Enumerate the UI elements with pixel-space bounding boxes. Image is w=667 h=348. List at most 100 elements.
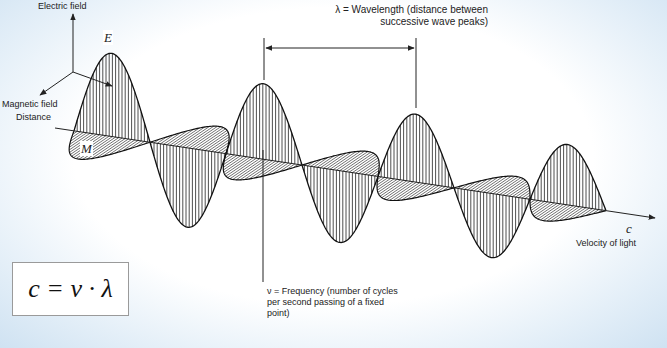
electric-hatch — [506, 196, 507, 249]
electric-hatch — [362, 174, 363, 217]
electric-hatch — [211, 151, 212, 195]
electric-hatch — [358, 174, 359, 224]
electric-hatch — [102, 58, 103, 136]
electric-hatch — [339, 171, 340, 243]
wave-letter: M — [80, 141, 93, 157]
electric-hatch — [390, 143, 391, 178]
electric-hatch — [106, 55, 107, 136]
electric-hatch — [115, 55, 116, 137]
electric-hatch — [490, 193, 491, 257]
velocity-symbol: c — [626, 221, 632, 237]
electric-hatch — [589, 170, 590, 208]
magnetic-hatch — [509, 183, 528, 196]
electric-hatch — [336, 170, 337, 241]
label-text: Velocity of light — [576, 238, 636, 248]
electric-hatch — [314, 167, 315, 202]
electric-hatch — [515, 197, 516, 232]
electric-hatch — [250, 93, 251, 157]
label-text: Electric field — [38, 1, 87, 11]
electric-hatch — [486, 193, 487, 256]
electric-hatch — [435, 139, 436, 185]
label-text: λ = Wavelength (distance between success… — [335, 4, 488, 27]
electric-hatch — [541, 173, 542, 201]
electric-hatch — [112, 54, 113, 137]
electric-hatch — [557, 148, 558, 203]
electric-hatch — [394, 136, 395, 178]
electric-hatch — [326, 169, 327, 231]
magnetic-hatch — [160, 135, 173, 144]
electric-hatch — [246, 99, 247, 157]
electric-hatch — [272, 90, 273, 161]
electric-hatch — [323, 168, 324, 224]
electric-hatch — [442, 154, 443, 186]
propagation-axis — [55, 128, 655, 218]
magnetic-hatch — [196, 129, 226, 149]
distance-axis — [73, 72, 112, 86]
electric-wave — [74, 53, 606, 257]
electric-hatch — [368, 175, 369, 202]
magnetic-hatch — [116, 140, 135, 153]
electric-hatch — [269, 87, 270, 161]
electric-hatch — [237, 121, 238, 155]
magnetic-hatch — [208, 137, 229, 151]
electric-hatch — [518, 198, 519, 226]
electric-hatch — [176, 146, 177, 217]
electric-hatch — [509, 196, 510, 244]
electric-hatch — [493, 194, 494, 258]
electric-hatch — [99, 62, 100, 135]
label-text: Magnetic field — [2, 99, 58, 109]
electric-axis — [73, 14, 74, 72]
label-text: ν = Frequency (number of cycles per seco… — [267, 286, 398, 318]
electric-hatch — [259, 84, 260, 158]
electric-hatch — [426, 122, 427, 184]
electric-hatch — [218, 152, 219, 177]
electric-hatch — [214, 152, 215, 187]
electric-hatch — [262, 84, 263, 159]
electric-hatch — [349, 172, 350, 238]
electric-hatch — [419, 116, 420, 183]
magnetic-hatch — [493, 177, 518, 194]
electric-hatch — [467, 190, 468, 225]
electric-hatch — [406, 117, 407, 180]
electric-hatch — [173, 146, 174, 212]
electric-hatch — [579, 154, 580, 207]
electric-hatch — [138, 102, 139, 141]
electric-hatch — [512, 197, 513, 239]
label-text: Distance — [16, 112, 51, 122]
electric-hatch — [554, 152, 555, 203]
electric-hatch — [131, 83, 132, 140]
electric-hatch — [160, 144, 161, 178]
wavelength-arrow — [266, 48, 414, 49]
magnetic-axis — [40, 72, 73, 95]
magnetic-hatch — [183, 126, 214, 147]
magnetic-hatch — [192, 128, 223, 149]
electric-hatch — [582, 158, 583, 207]
axis-label: Magnetic field — [2, 99, 58, 110]
electric-hatch — [285, 115, 286, 163]
electric-hatch — [170, 145, 171, 204]
electric-hatch — [573, 147, 574, 206]
electric-hatch — [86, 90, 87, 133]
electric-hatch — [163, 144, 164, 187]
velocity-label: Velocity of light — [576, 238, 636, 249]
electric-hatch — [342, 171, 343, 242]
electric-hatch — [192, 149, 193, 227]
electric-hatch — [234, 130, 235, 155]
electric-hatch — [317, 167, 318, 210]
electric-hatch — [550, 156, 551, 202]
electric-hatch — [422, 118, 423, 183]
formula-text: c = ν · λ — [28, 274, 112, 304]
frequency-label: ν = Frequency (number of cycles per seco… — [267, 286, 407, 318]
magnetic-hatch — [522, 193, 530, 198]
magnetic-hatch — [384, 181, 410, 199]
wavelength-tick — [264, 38, 265, 80]
electric-hatch — [576, 150, 577, 206]
magnetic-hatch — [516, 188, 530, 197]
electric-hatch — [461, 189, 462, 208]
electric-hatch — [205, 151, 206, 210]
magnetic-hatch — [230, 159, 260, 179]
magnetic-hatch — [225, 157, 250, 174]
magnetic-hatch — [189, 127, 221, 148]
electric-hatch — [387, 151, 388, 178]
